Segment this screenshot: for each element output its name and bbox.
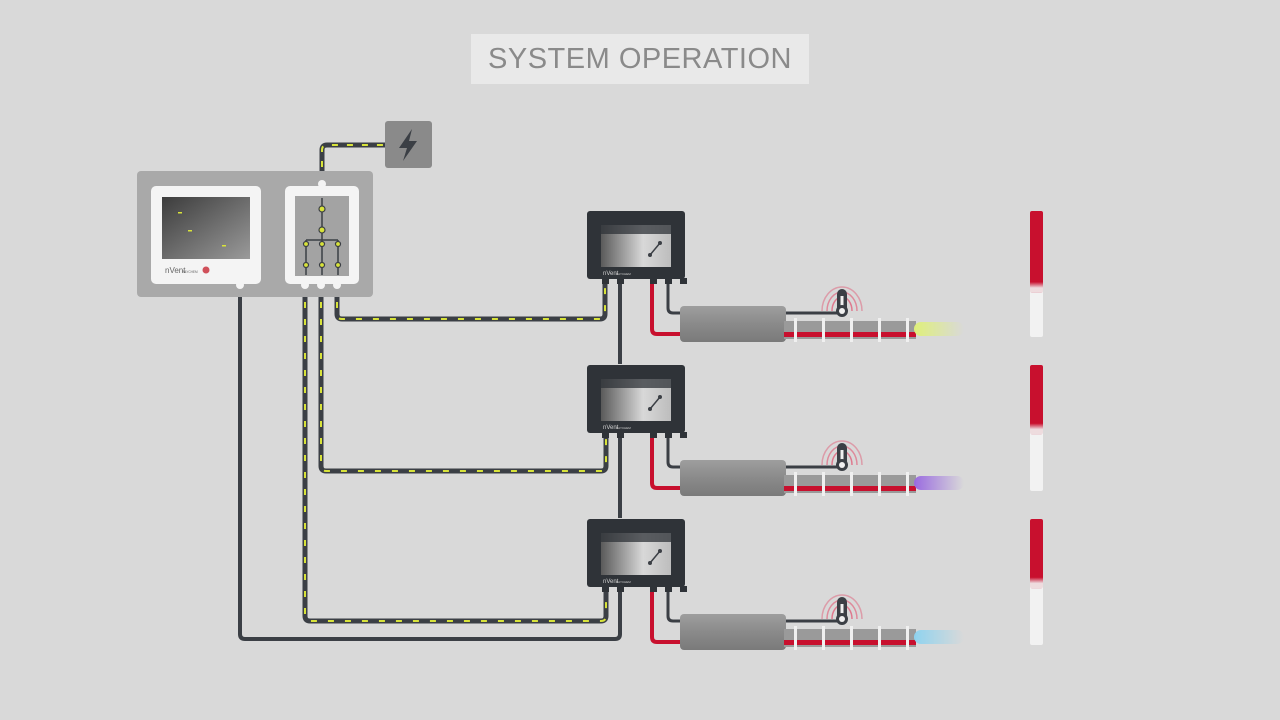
controller-brand-name: nVent [603, 271, 619, 277]
lightning-bolt-icon [399, 129, 417, 161]
thermometer-icon [821, 594, 863, 625]
controller-brand-product: RAYCHEM [616, 426, 631, 430]
insulated-pipe [680, 306, 916, 342]
temperature-level-bar [1030, 211, 1043, 337]
controller-brand-product: RAYCHEM [616, 580, 631, 584]
controller-brand-name: nVent [603, 579, 619, 585]
controller-brand-product: RAYCHEM [616, 272, 631, 276]
brand-name: nVent [165, 266, 186, 275]
cable-circuit-1 [334, 282, 608, 322]
brand-product: RAYCHEM [182, 270, 198, 274]
thermometer-icon [821, 440, 863, 471]
cable-circuit-3 [302, 285, 609, 624]
communication-bus-cable [238, 282, 622, 641]
cable-network [238, 142, 622, 641]
touchscreen-unit: nVent RAYCHEM [151, 186, 261, 289]
insulated-pipe [680, 614, 916, 650]
power-feed-cable [319, 142, 386, 182]
temperature-level-bar [1030, 365, 1043, 491]
insulated-pipe [680, 460, 916, 496]
circuit-breaker-box [285, 180, 359, 289]
power-supply [385, 121, 432, 168]
cable-circuit-2 [318, 285, 609, 474]
temperature-level-bar [1030, 519, 1043, 645]
page-title: SYSTEM OPERATION [471, 34, 809, 84]
controller-brand-name: nVent [603, 425, 619, 431]
thermometer-icon [821, 286, 863, 317]
control-panel: nVent RAYCHEM [137, 171, 373, 297]
